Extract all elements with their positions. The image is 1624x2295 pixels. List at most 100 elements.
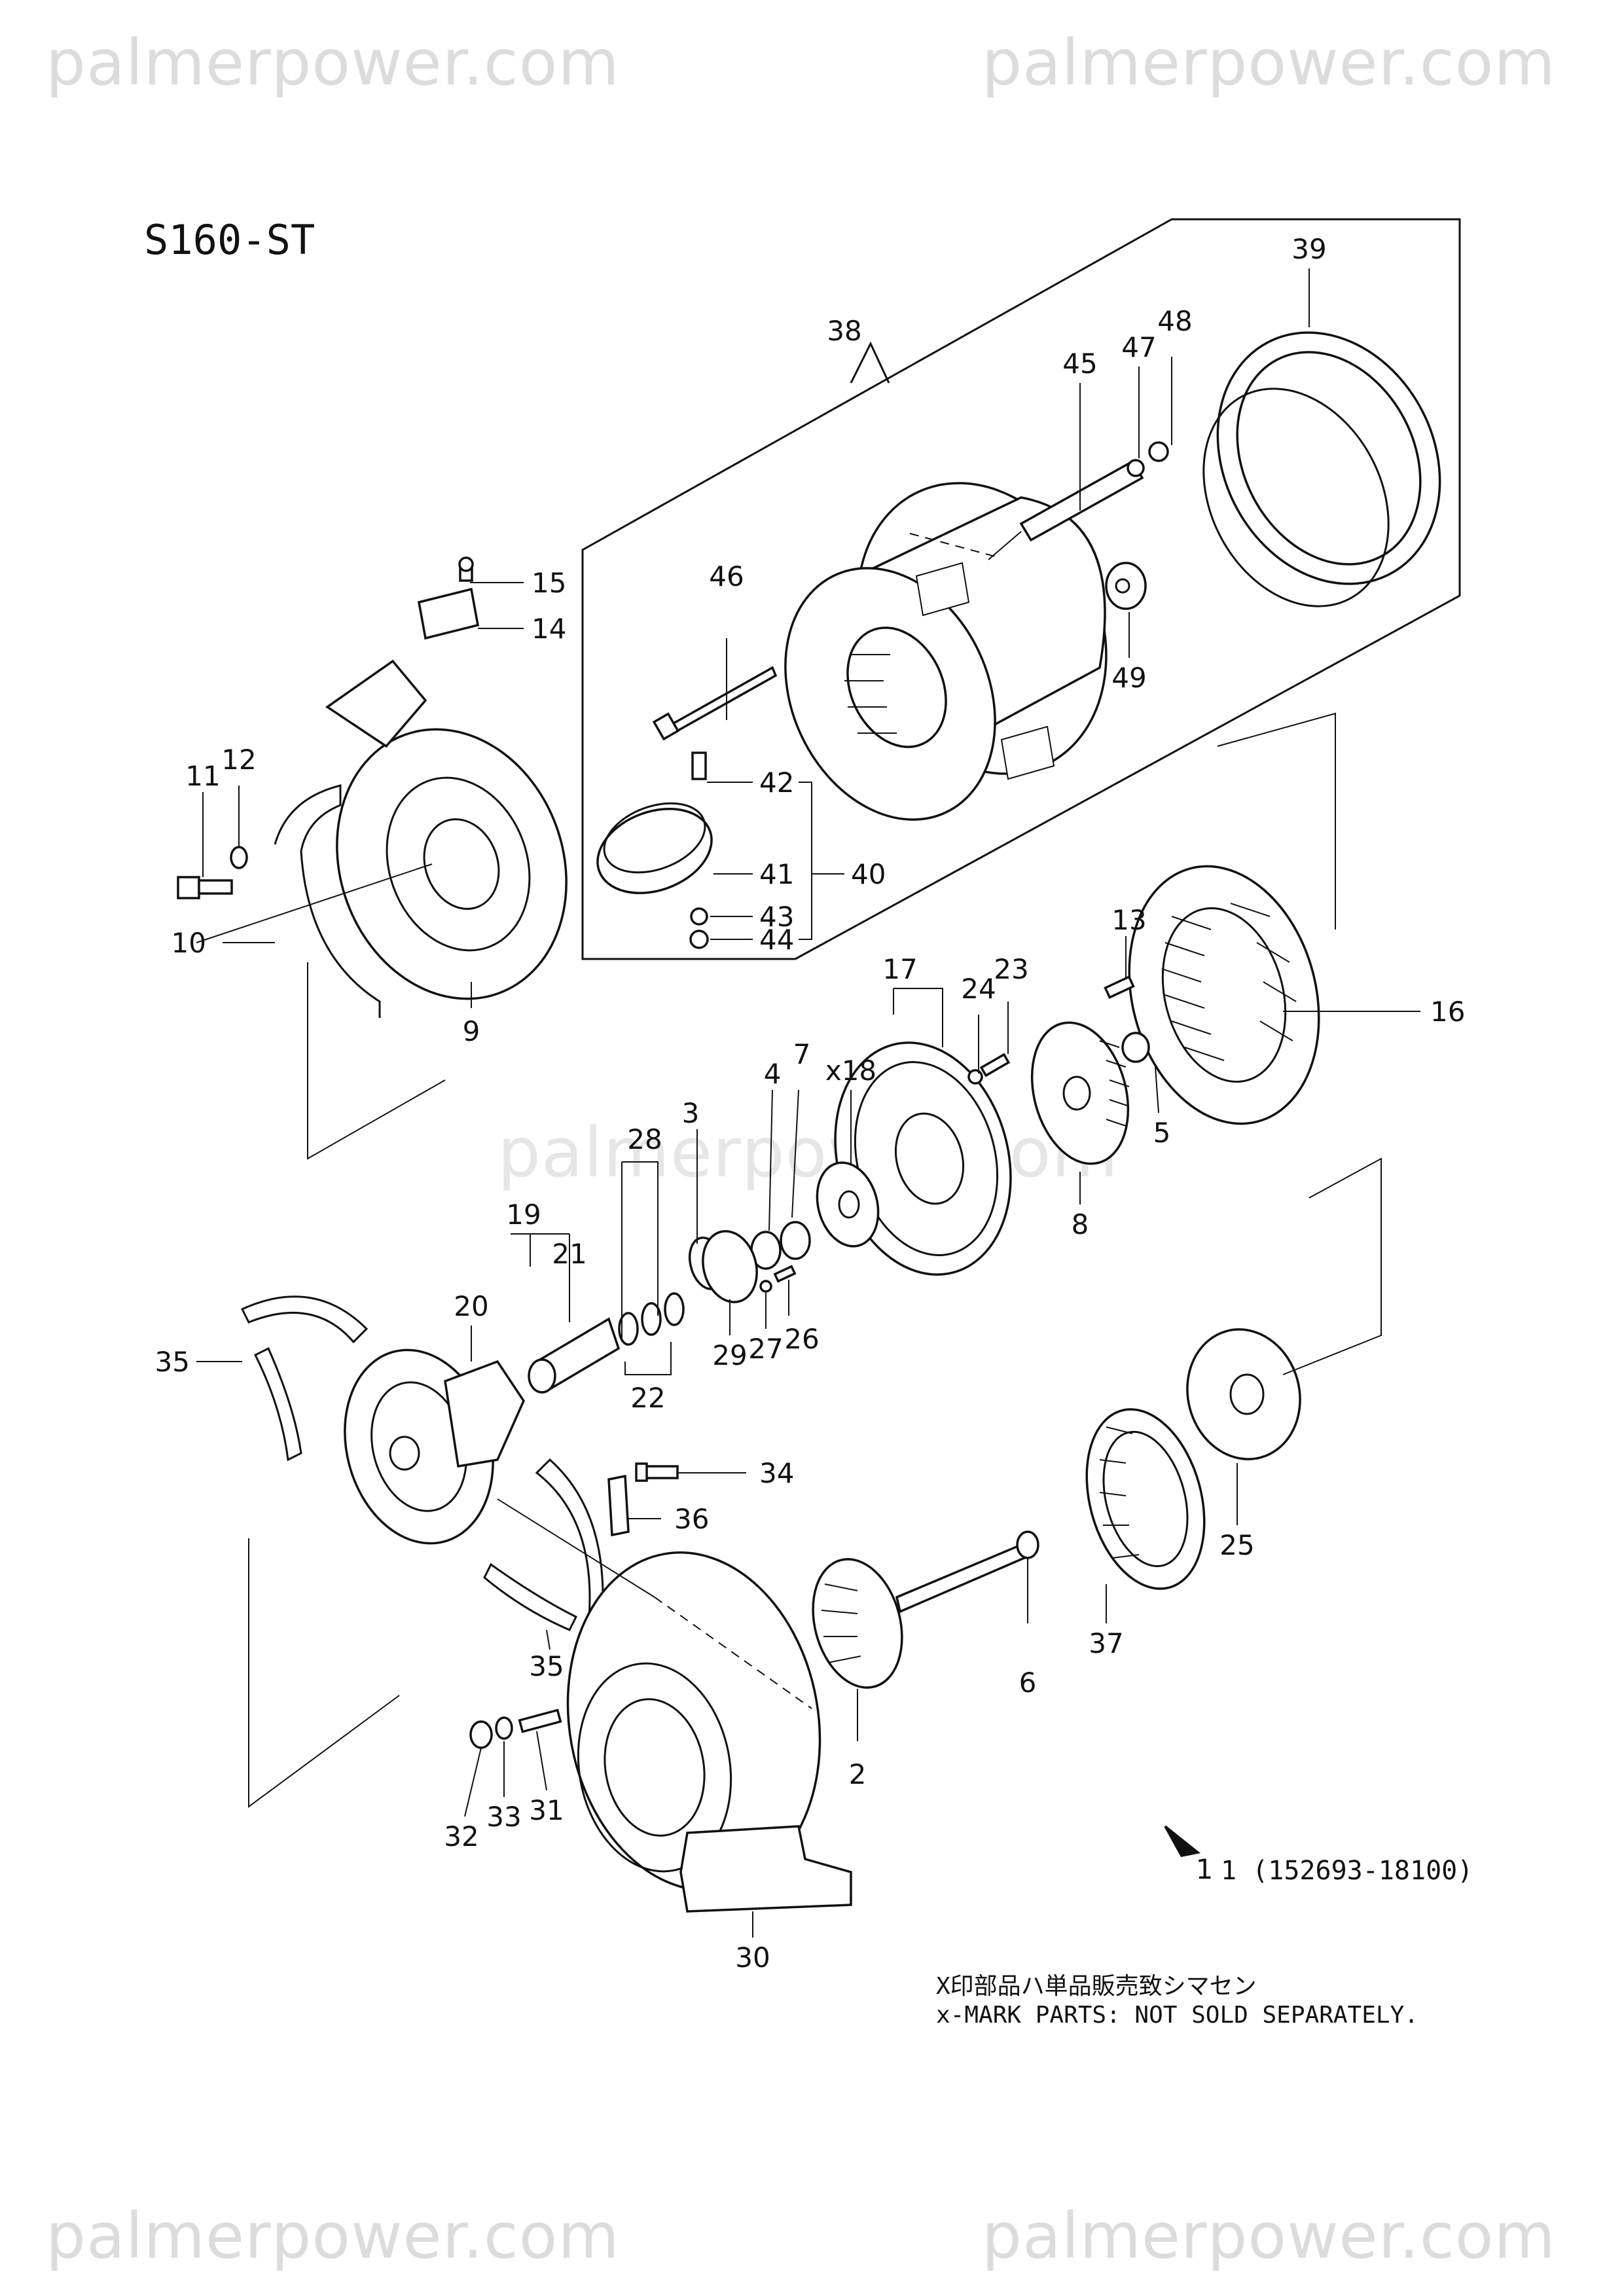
note-japanese: X印部品ハ単品販売致シマセン	[936, 1973, 1257, 2000]
callout-5: 5	[1153, 1117, 1171, 1149]
callout-47: 47	[1121, 331, 1156, 363]
gasket-10	[274, 784, 381, 1018]
callout-30: 30	[735, 1942, 770, 1974]
callout-24: 24	[961, 973, 996, 1005]
heat-shield-35-lower	[483, 1458, 604, 1631]
callout-43: 43	[759, 901, 794, 933]
cap-nut-49	[1105, 562, 1147, 610]
callout-42: 42	[759, 767, 794, 799]
callout-44: 44	[759, 924, 794, 956]
tube-45	[988, 460, 1144, 560]
callout-35-upper: 35	[155, 1346, 190, 1378]
callout-40: 40	[851, 858, 886, 890]
nut-44	[689, 930, 709, 949]
callout-2: 2	[849, 1758, 867, 1790]
callout-28: 28	[627, 1123, 662, 1155]
screw-15	[458, 556, 474, 582]
insert-18	[816, 1161, 880, 1248]
callout-7: 7	[793, 1038, 811, 1070]
callout-27: 27	[748, 1333, 783, 1365]
callout-18: x18	[825, 1055, 876, 1087]
band-clamp-40	[596, 802, 713, 894]
callout-11: 11	[185, 760, 220, 792]
stud-31	[518, 1708, 562, 1733]
callout-37: 37	[1089, 1627, 1123, 1659]
nut-48	[1148, 441, 1169, 462]
watermark-top-left: palmerpower.com	[46, 26, 620, 99]
callout-21: 21	[552, 1238, 586, 1270]
callout-14: 14	[532, 613, 566, 645]
washer-27	[759, 1280, 772, 1293]
callout-22: 22	[630, 1382, 665, 1414]
turbine-wheel-shaft-2	[812, 1543, 1026, 1689]
watermark-center: palmerpower.com	[497, 1113, 1119, 1193]
callout-33: 33	[486, 1801, 521, 1833]
callout-31: 31	[529, 1794, 564, 1826]
silencer-body	[784, 482, 1108, 821]
diagram-title: S160-ST	[144, 216, 316, 264]
callout-38: 38	[827, 315, 861, 347]
callout-4: 4	[764, 1058, 782, 1090]
callout-35-lower: 35	[529, 1650, 564, 1682]
lock-plate-36	[607, 1474, 630, 1537]
group-bracket-38	[581, 218, 1461, 960]
callout-46: 46	[709, 560, 744, 592]
bolt-11	[177, 876, 233, 899]
callout-32: 32	[444, 1820, 478, 1852]
note-english: x-MARK PARTS: NOT SOLD SEPARATELY.	[936, 2002, 1418, 2029]
callout-1: 1	[1196, 1853, 1214, 1885]
guide-line-right-upper	[1217, 712, 1336, 930]
callout-48: 48	[1157, 305, 1192, 337]
piston-ring-7	[780, 1221, 811, 1260]
callout-13: 13	[1111, 904, 1146, 936]
screw-13	[1104, 975, 1135, 1000]
callout-10: 10	[171, 927, 206, 959]
filter-ring-39	[1202, 331, 1441, 607]
washer-47	[1127, 459, 1145, 477]
nozzle-ring-16	[1128, 865, 1320, 1125]
nut-6	[1016, 1530, 1039, 1559]
journal-bearing-21	[528, 1317, 621, 1394]
turbine-housing-30	[566, 1551, 852, 1913]
nut-5	[1121, 1032, 1150, 1063]
assembly-reference: 1 (152693-18100)	[1221, 1856, 1473, 1886]
snap-rings-22	[618, 1292, 685, 1346]
long-bolt-46	[652, 666, 778, 741]
plate-25	[1186, 1328, 1301, 1460]
compressor-housing-9	[325, 659, 568, 1000]
guide-line-right-lower	[1282, 1157, 1382, 1375]
callout-41: 41	[759, 858, 794, 890]
callout-12: 12	[221, 744, 256, 776]
impeller-8	[1030, 1021, 1130, 1165]
callout-26: 26	[784, 1323, 819, 1355]
callout-8: 8	[1072, 1208, 1089, 1240]
callout-3: 3	[682, 1097, 700, 1129]
callout-49: 49	[1111, 662, 1146, 694]
callout-9: 9	[463, 1015, 480, 1047]
screw-26	[773, 1265, 797, 1283]
watermark-bottom-right: palmerpower.com	[982, 2199, 1556, 2273]
washer-12	[230, 846, 248, 869]
callout-39: 39	[1291, 233, 1326, 265]
bolt-34	[635, 1462, 679, 1482]
callout-29: 29	[712, 1339, 747, 1371]
callout-34: 34	[759, 1457, 794, 1489]
callout-45: 45	[1062, 348, 1097, 380]
washer-43	[690, 907, 708, 926]
bearing-housing-20	[344, 1348, 525, 1545]
guide-line-lower-left	[248, 1538, 400, 1808]
watermark-top-right: palmerpower.com	[982, 26, 1556, 99]
callout-23: 23	[994, 953, 1028, 985]
callout-16: 16	[1430, 996, 1465, 1028]
watermark-bottom-left: palmerpower.com	[46, 2199, 620, 2273]
assembly-arrow	[1164, 1825, 1201, 1857]
screw-23	[979, 1053, 1011, 1077]
plate-14	[417, 587, 480, 640]
callout-19: 19	[506, 1199, 541, 1231]
bracket-38-tip	[850, 341, 890, 384]
thrust-plate-29	[702, 1230, 758, 1303]
callout-17: 17	[882, 953, 917, 985]
callout-15: 15	[532, 567, 566, 599]
